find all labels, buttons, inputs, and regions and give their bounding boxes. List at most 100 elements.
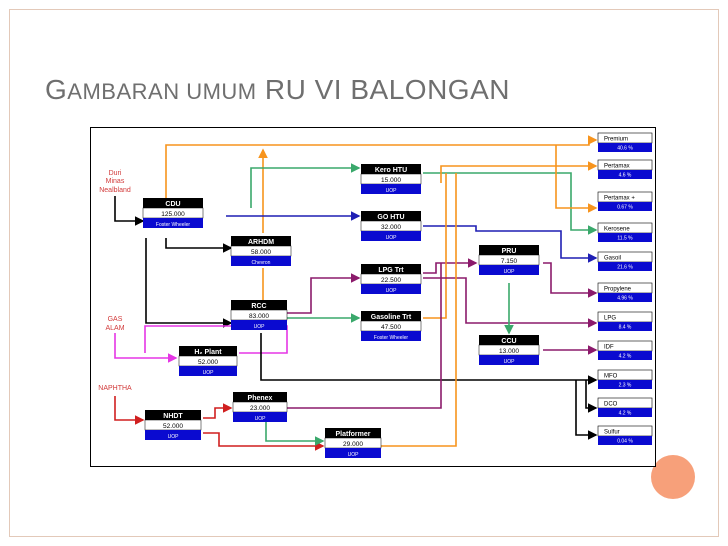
flow-black-sulfur <box>575 380 598 440</box>
diagram-svg: Duri Minas Nealbland GAS ALAM NAPHTHA <box>98 132 653 458</box>
product-gasoil: Gasoil 21.6 % <box>597 251 653 271</box>
unit-ccu: CCU 13.000 UOP <box>478 335 540 365</box>
unit-go-licensor: UOP <box>386 235 398 241</box>
flow-red-nhdt <box>114 396 145 425</box>
unit-kero-licensor: UOP <box>386 188 398 194</box>
unit-h2-name: H₂ Plant <box>194 349 222 356</box>
source-crude-3: Nealbland <box>99 187 131 194</box>
flow-purple-lpg <box>287 273 361 314</box>
unit-pru: PRU 7.150 UOP <box>478 245 540 275</box>
flow-red-platformer <box>203 432 325 451</box>
flow-green-kerosene <box>423 172 598 235</box>
unit-rcc: RCC 83.000 UOP <box>230 300 288 330</box>
source-gas-1: GAS <box>108 316 123 323</box>
product-propylene-name: Propylene <box>604 287 632 293</box>
unit-ccu-licensor: UOP <box>504 359 516 365</box>
unit-arhdm-name: ARHDM <box>248 239 274 246</box>
unit-gasoline-capacity: 47.500 <box>381 324 401 331</box>
unit-cdu-name: CDU <box>165 201 180 208</box>
product-kerosene-name: Kerosene <box>604 227 630 233</box>
unit-nhdt: NHDT 52.000 UOP <box>144 410 202 440</box>
flow-black-rcc <box>145 238 233 328</box>
unit-kero-htu: Kero HTU 15.000 UOP <box>360 164 422 194</box>
flow-orange-premium <box>165 135 598 206</box>
unit-pru-name: PRU <box>502 248 517 255</box>
unit-rcc-licensor: UOP <box>254 324 266 330</box>
unit-lpg-licensor: UOP <box>386 288 398 294</box>
product-lpg-pct: 8.4 % <box>619 325 632 331</box>
flow-purple-phenex <box>287 263 442 409</box>
source-gas-2: ALAM <box>105 325 124 332</box>
product-sulfur-name: Sulfur <box>604 430 620 436</box>
flow-black-dco <box>585 380 598 413</box>
unit-platformer-licensor: UOP <box>348 452 360 458</box>
flow-orange-pertamax <box>440 161 598 183</box>
flow-blue-gasoil <box>423 225 598 263</box>
products: Premium 40.6 % Pertamax 4.6 % Pertamax +… <box>597 132 653 445</box>
unit-platformer-capacity: 29.000 <box>343 441 363 448</box>
unit-h2-capacity: 52.000 <box>198 359 218 366</box>
unit-lpg-name: LPG Trt <box>378 267 404 274</box>
unit-go-htu: GO HTU 32.000 UOP <box>360 211 422 241</box>
source-crude-label: Duri Minas Nealbland <box>99 170 131 194</box>
unit-cdu-capacity: 125.000 <box>161 211 185 218</box>
product-premium-pct: 40.6 % <box>617 146 633 152</box>
flow-purple-pru <box>423 258 478 274</box>
unit-phenex: Phenex 23.000 UOP <box>232 392 288 422</box>
product-pertamaxplus-pct: 0.67 % <box>617 205 633 211</box>
product-pertamax-name: Pertamax <box>604 164 630 170</box>
product-sulfur-pct: 0.04 % <box>617 439 633 445</box>
product-dco-pct: 4.2 % <box>619 411 632 417</box>
flow-green-kero <box>250 163 361 208</box>
refinery-diagram: Duri Minas Nealbland GAS ALAM NAPHTHA <box>90 127 656 467</box>
product-mfo-pct: 2.3 % <box>619 383 632 389</box>
product-premium-name: Premium <box>604 137 628 143</box>
product-propylene-pct: 4.96 % <box>617 296 633 302</box>
product-lpg-name: LPG <box>604 316 616 322</box>
unit-nhdt-name: NHDT <box>163 413 183 420</box>
flow-orange-pertamaxplus <box>555 145 598 213</box>
unit-kero-capacity: 15.000 <box>381 177 401 184</box>
unit-h2-plant: H₂ Plant 52.000 UOP <box>178 346 238 376</box>
unit-platformer-name: Platformer <box>335 431 370 438</box>
source-gas-label: GAS ALAM <box>105 316 124 332</box>
decorative-circle <box>651 455 695 499</box>
unit-gasoline-name: Gasoline Trt <box>371 314 412 321</box>
flow-orange-platformer <box>381 173 457 447</box>
product-idf-pct: 4.2 % <box>619 354 632 360</box>
product-dco-name: DCO <box>604 402 618 408</box>
unit-gasoline-licensor: Foster Wheeler <box>374 335 409 341</box>
flow-orange-gasoline-up <box>423 173 447 319</box>
flow-magenta-h2 <box>114 333 178 363</box>
slide-frame <box>9 9 719 537</box>
product-kerosene: Kerosene 11.5 % <box>597 222 653 242</box>
flow-purple-propylene <box>543 262 598 298</box>
product-gasoil-pct: 21.6 % <box>617 265 633 271</box>
product-dco: DCO 4.2 % <box>597 397 653 417</box>
product-pertamax-plus: Pertamax + 0.67 % <box>597 191 653 211</box>
product-lpg: LPG 8.4 % <box>597 311 653 331</box>
source-crude-2: Minas <box>106 178 125 185</box>
product-idf: IDF 4.2 % <box>597 340 653 360</box>
unit-arhdm: ARHDM 58.000 Chevron <box>230 236 292 266</box>
source-naphtha-label: NAPHTHA <box>98 385 132 392</box>
title-cap: G <box>45 74 68 105</box>
unit-rcc-capacity: 83.000 <box>249 313 269 320</box>
unit-go-name: GO HTU <box>377 214 404 221</box>
product-kerosene-pct: 11.5 % <box>617 236 633 242</box>
unit-kero-name: Kero HTU <box>375 167 407 174</box>
product-mfo: MFO 2.3 % <box>597 369 653 389</box>
flow-black-arhdm <box>165 238 233 253</box>
product-pertamax: Pertamax 4.6 % <box>597 159 653 179</box>
product-gasoil-name: Gasoil <box>604 256 621 262</box>
title-rest: RU VI BALONGAN <box>256 74 510 105</box>
unit-platformer: Platformer 29.000 UOP <box>324 428 382 458</box>
flow-black-mfo <box>260 333 598 385</box>
unit-nhdt-licensor: UOP <box>168 434 180 440</box>
product-propylene: Propylene 4.96 % <box>597 282 653 302</box>
unit-cdu-licensor: Foster Wheeler <box>156 222 191 228</box>
source-crude-1: Duri <box>109 170 122 177</box>
unit-rcc-name: RCC <box>251 303 266 310</box>
product-pertamax-pct: 4.6 % <box>619 173 632 179</box>
unit-go-capacity: 32.000 <box>381 224 401 231</box>
